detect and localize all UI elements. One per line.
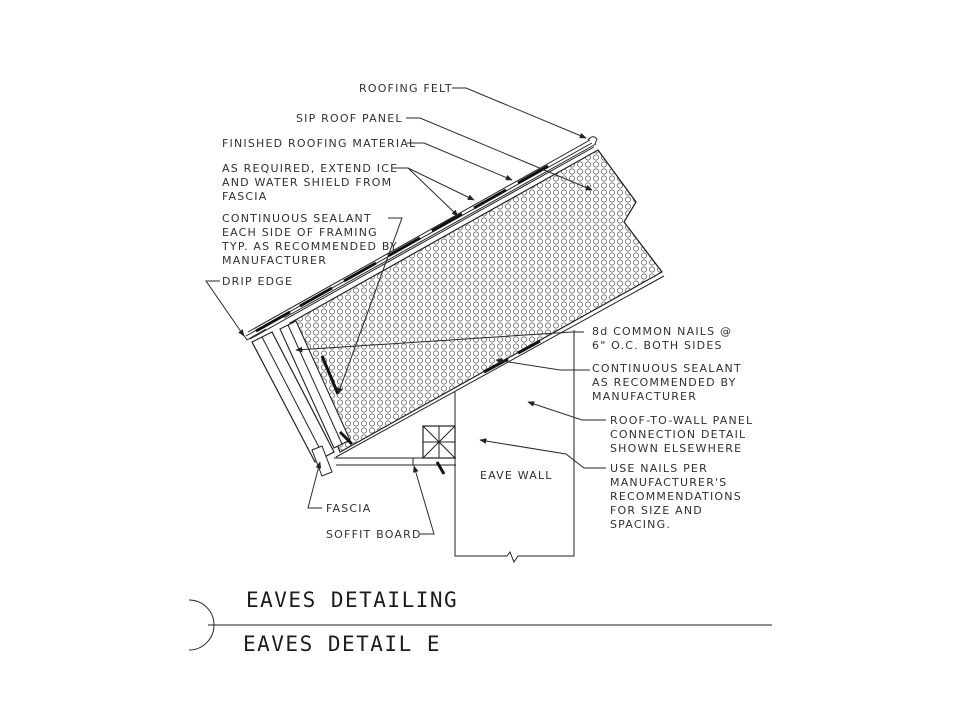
label-ice-shield-3: FASCIA bbox=[222, 190, 267, 203]
label-drip-edge: DRIP EDGE bbox=[222, 275, 293, 288]
leader-ice-shield-2 bbox=[407, 167, 459, 217]
label-roofing-felt: ROOFING FELT bbox=[359, 82, 453, 95]
label-sealant-framing-4: MANUFACTURER bbox=[222, 254, 327, 267]
label-sealant-manufacturer-3: MANUFACTURER bbox=[592, 390, 697, 403]
label-finished-roofing: FINISHED ROOFING MATERIAL bbox=[222, 137, 416, 150]
leader-sealant-framing bbox=[337, 217, 403, 395]
label-use-nails-4: FOR SIZE AND bbox=[610, 504, 703, 517]
panel-bottom-sealant-2 bbox=[517, 339, 541, 355]
panel-break-line bbox=[597, 149, 663, 273]
label-use-nails-1: USE NAILS PER bbox=[610, 462, 708, 475]
detail-title: EAVES DETAILING bbox=[246, 588, 458, 612]
label-sealant-framing-3: TYP. AS RECOMMENDED BY bbox=[221, 240, 398, 253]
label-sealant-manufacturer-1: CONTINUOUS SEALANT bbox=[592, 362, 742, 375]
roofing-felt-layer bbox=[247, 139, 591, 333]
label-ice-shield-1: AS REQUIRED, EXTEND ICE bbox=[222, 162, 398, 175]
leader-soffit-board bbox=[413, 465, 435, 535]
label-soffit-board: SOFFIT BOARD bbox=[326, 528, 422, 541]
nailer-sealant bbox=[435, 461, 446, 475]
leader-sealant-manufacturer bbox=[495, 358, 590, 371]
label-8d-nails-1: 8d COMMON NAILS @ bbox=[592, 325, 732, 338]
label-use-nails-3: RECOMMENDATIONS bbox=[610, 490, 742, 503]
label-sip-roof-panel: SIP ROOF PANEL bbox=[296, 112, 403, 125]
label-sealant-framing-2: EACH SIDE OF FRAMING bbox=[222, 226, 378, 239]
leader-roof-to-wall bbox=[527, 401, 606, 421]
label-8d-nails-2: 6" O.C. BOTH SIDES bbox=[592, 339, 723, 352]
leader-roofing-felt bbox=[452, 87, 587, 139]
roofing-underlayment bbox=[249, 146, 595, 340]
leader-use-nails bbox=[479, 438, 606, 469]
label-eave-wall: EAVE WALL bbox=[480, 469, 553, 482]
label-use-nails-5: SPACING. bbox=[610, 518, 671, 531]
roofing-top-cap bbox=[587, 136, 598, 145]
sip-panel-top-skin bbox=[283, 143, 597, 319]
leader-sip-roof-panel bbox=[406, 117, 593, 191]
sip-panel-foam-core bbox=[289, 149, 663, 453]
detail-subtitle: EAVES DETAIL E bbox=[243, 632, 441, 656]
label-fascia: FASCIA bbox=[326, 502, 371, 515]
leader-fascia bbox=[307, 461, 322, 509]
ice-shield-segments bbox=[255, 164, 549, 333]
eave-wall-outline bbox=[454, 330, 575, 564]
leader-ice-shield-1 bbox=[392, 167, 475, 201]
sip-panel-bottom-skin bbox=[335, 275, 665, 458]
label-ice-shield-2: AND WATER SHIELD FROM bbox=[222, 176, 392, 189]
label-roof-to-wall-1: ROOF-TO-WALL PANEL bbox=[610, 414, 753, 427]
framing-block-inner bbox=[287, 324, 343, 445]
leader-drip-edge bbox=[205, 280, 245, 337]
label-roof-to-wall-3: SHOWN ELSEWHERE bbox=[610, 442, 742, 455]
framing-sealant-bead bbox=[320, 355, 340, 395]
framing-sealant-bead-lower bbox=[338, 430, 354, 446]
label-use-nails-2: MANUFACTURER'S bbox=[610, 476, 727, 489]
label-sealant-framing-1: CONTINUOUS SEALANT bbox=[222, 212, 372, 225]
label-sealant-manufacturer-2: AS RECOMMENDED BY bbox=[592, 376, 737, 389]
label-roof-to-wall-2: CONNECTION DETAIL bbox=[610, 428, 746, 441]
fascia-inner-line bbox=[261, 336, 325, 458]
leader-finished-roofing bbox=[407, 142, 513, 181]
leader-8d-nails bbox=[295, 331, 584, 353]
